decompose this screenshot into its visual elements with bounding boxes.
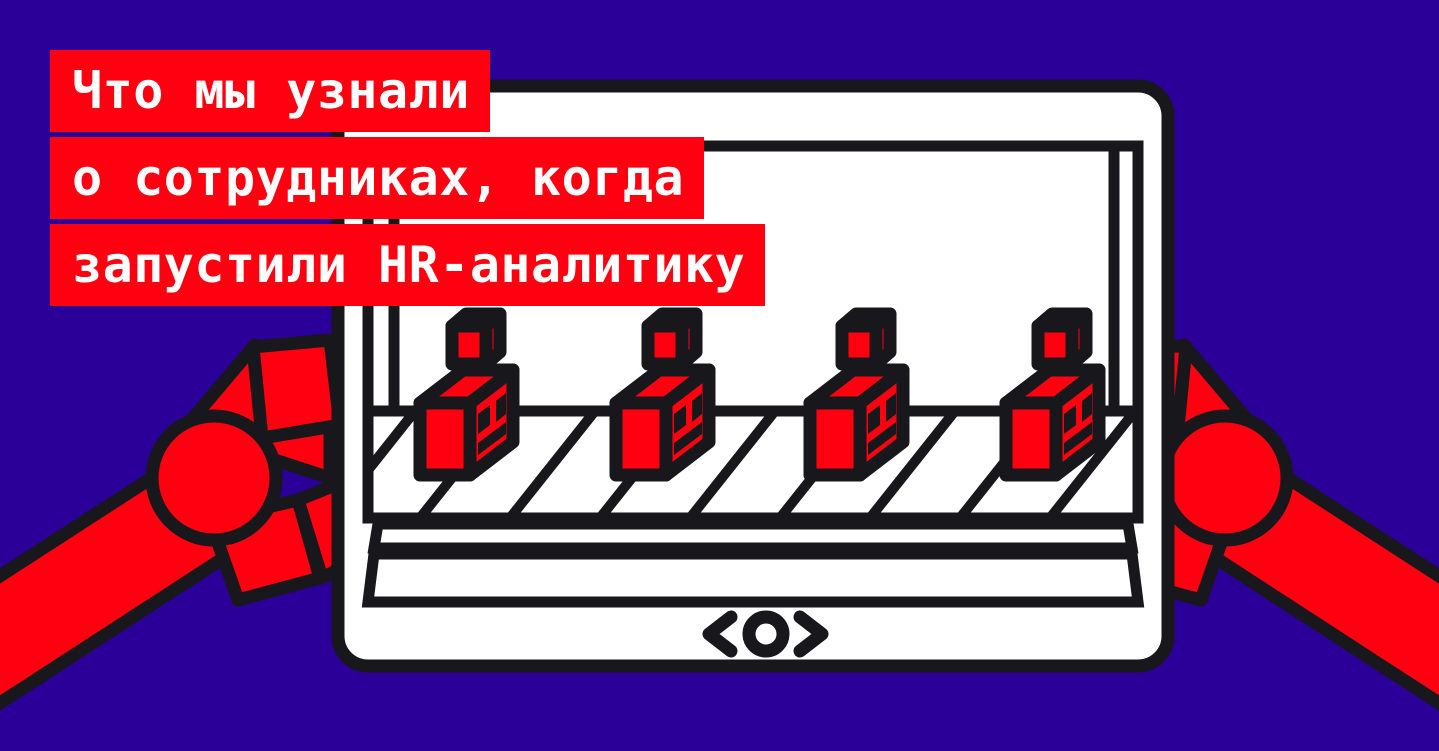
title-line-2: о сотрудниках, когда <box>50 137 705 219</box>
cube-4-head-front <box>1031 319 1079 371</box>
brand-mark <box>702 610 829 658</box>
cube-1-side-marks <box>478 393 506 455</box>
chevron-right-icon <box>793 610 829 658</box>
cube-1-body-front <box>413 396 477 482</box>
robot-cube-2 <box>609 307 716 482</box>
laptop-base-strip <box>367 518 1139 554</box>
page-title: Что мы узнали о сотрудниках, когда запус… <box>50 50 766 306</box>
cube-4-side-marks <box>1064 393 1092 455</box>
cube-3-side-marks <box>868 393 896 455</box>
arm-left-wrist-upper <box>246 333 347 445</box>
cube-4-body-front <box>999 396 1063 482</box>
laptop-trackpad <box>361 548 1145 608</box>
arm-right-joint <box>1156 409 1294 547</box>
title-line-3: запустили HR-аналитику <box>50 224 766 306</box>
arm-left-joint <box>145 409 283 547</box>
cube-2-side-marks <box>674 393 702 455</box>
cube-2-body-front <box>609 396 673 482</box>
chevron-left-icon <box>702 610 738 658</box>
robot-cube-4 <box>999 307 1106 482</box>
title-line-1: Что мы узнали <box>50 50 490 132</box>
robot-cube-1 <box>413 307 520 482</box>
cube-3-head-front <box>835 319 883 371</box>
cube-2-head-front <box>641 319 689 371</box>
cube-1-head-front <box>445 319 493 371</box>
screen-scene <box>368 146 1138 518</box>
ring-icon <box>742 610 790 658</box>
cube-3-body-front <box>803 396 867 482</box>
robot-cube-3 <box>803 307 910 482</box>
